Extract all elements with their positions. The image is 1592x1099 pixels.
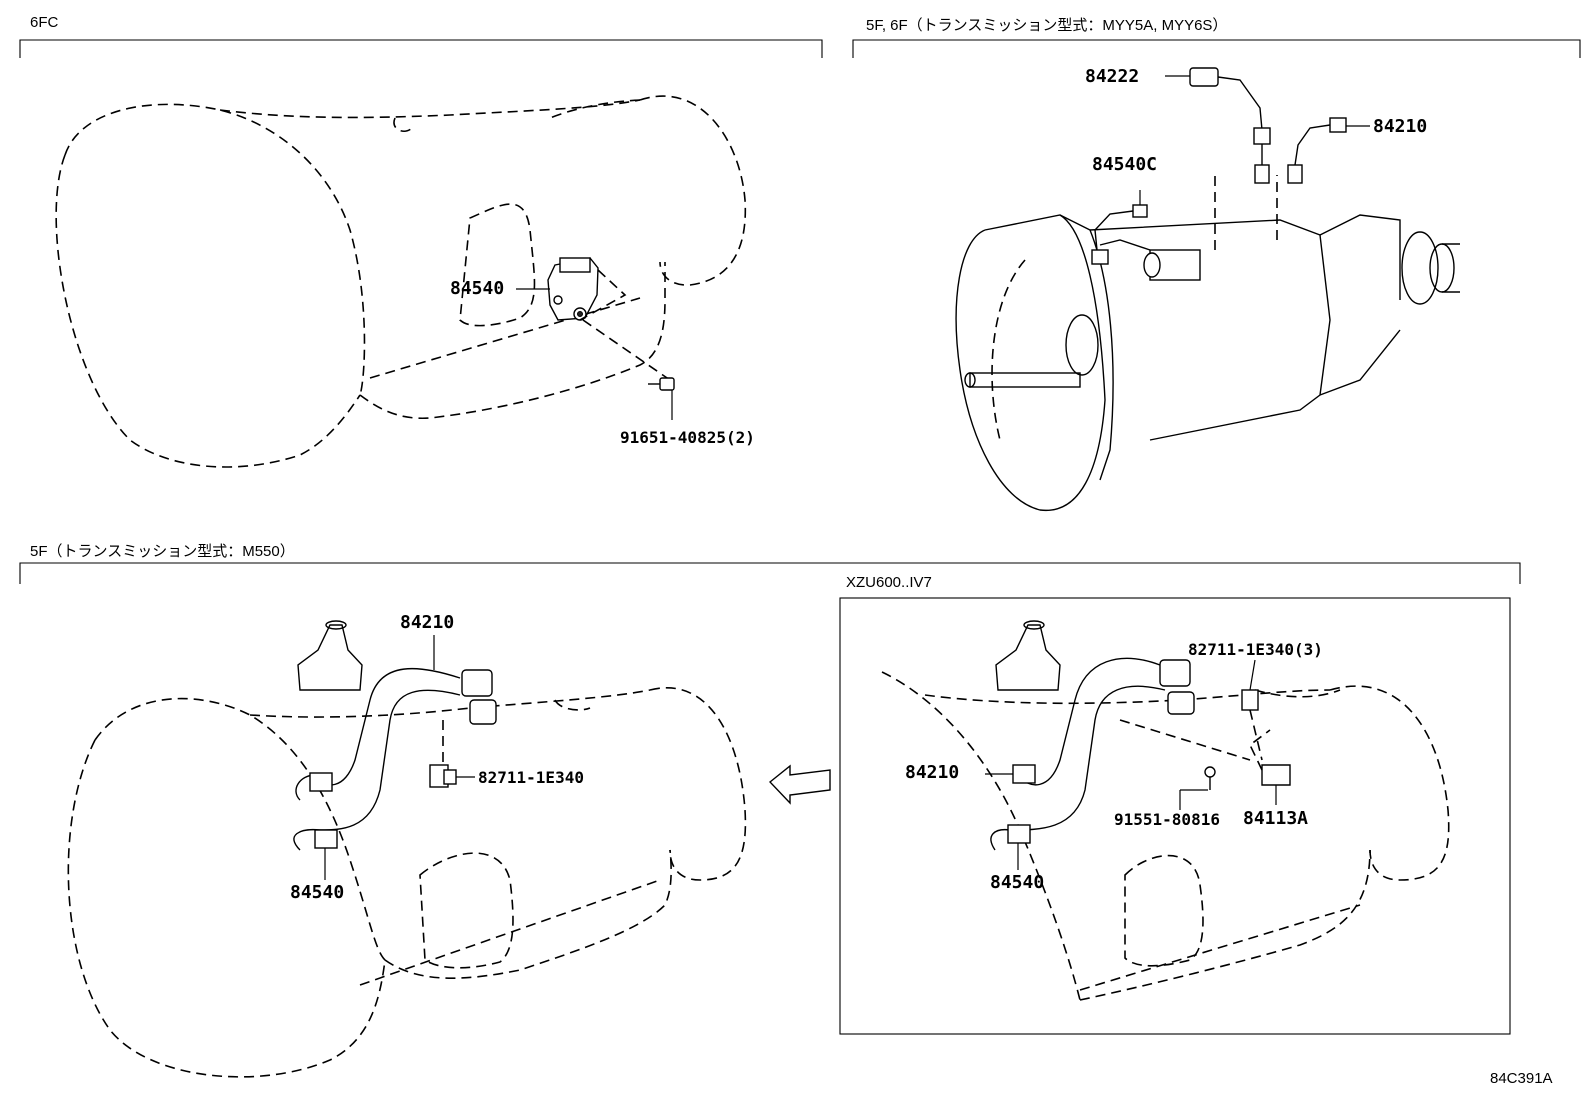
diagram-code: 84C391A xyxy=(1490,1070,1553,1087)
shifter-inset xyxy=(995,620,1061,691)
part-84210-switch-top-right xyxy=(1287,117,1370,184)
part-84540C-switch xyxy=(1091,190,1148,265)
bracket-84113A xyxy=(1248,729,1291,805)
transmission-6fc xyxy=(55,95,747,468)
header-m550: 5F（トランスミッション型式：M550） xyxy=(30,543,295,560)
part-82711-sensor-bl xyxy=(429,764,475,788)
harness-bl xyxy=(293,667,497,851)
transmission-myy xyxy=(955,175,1460,511)
label-inset-84210: 84210 xyxy=(905,762,960,783)
label-tr-84222: 84222 xyxy=(1085,66,1140,87)
section-frame-top-left xyxy=(19,39,823,58)
arrow-to-inset xyxy=(768,764,831,805)
label-inset-84540: 84540 xyxy=(990,872,1045,893)
harness-inset xyxy=(990,657,1251,851)
shifter-bl xyxy=(297,620,363,691)
part-84540-switch-top-left xyxy=(547,257,671,381)
label-inset-84113A: 84113A xyxy=(1243,808,1309,829)
part-84222-harness xyxy=(1165,67,1271,184)
header-6fc: 6FC xyxy=(30,14,59,31)
label-tr-84540C: 84540C xyxy=(1092,154,1158,175)
label-tr-84210: 84210 xyxy=(1373,116,1428,137)
inset-box xyxy=(839,597,1511,1035)
label-inset-91551: 91551-80816 xyxy=(1114,810,1220,829)
part-82711-sensor-inset xyxy=(1241,659,1263,761)
transmission-inset xyxy=(881,671,1450,1001)
header-inset: XZU600..IV7 xyxy=(846,574,932,591)
label-bl-84210: 84210 xyxy=(400,612,455,633)
label-bl-82711: 82711-1E340 xyxy=(478,768,584,787)
bolt-91551 xyxy=(1179,766,1216,810)
label-bl-84540: 84540 xyxy=(290,882,345,903)
header-myy: 5F, 6F（トランスミッション型式：MYY5A, MYY6S） xyxy=(866,17,1228,34)
label-tl-84540: 84540 xyxy=(450,278,505,299)
section-frame-bottom xyxy=(19,562,1521,584)
section-frame-top-right xyxy=(852,39,1581,58)
transmission-m550 xyxy=(67,687,747,1078)
label-inset-82711: 82711-1E340(3) xyxy=(1188,640,1323,659)
label-tl-91651: 91651-40825(2) xyxy=(620,428,755,447)
bolt-91651 xyxy=(648,377,675,420)
